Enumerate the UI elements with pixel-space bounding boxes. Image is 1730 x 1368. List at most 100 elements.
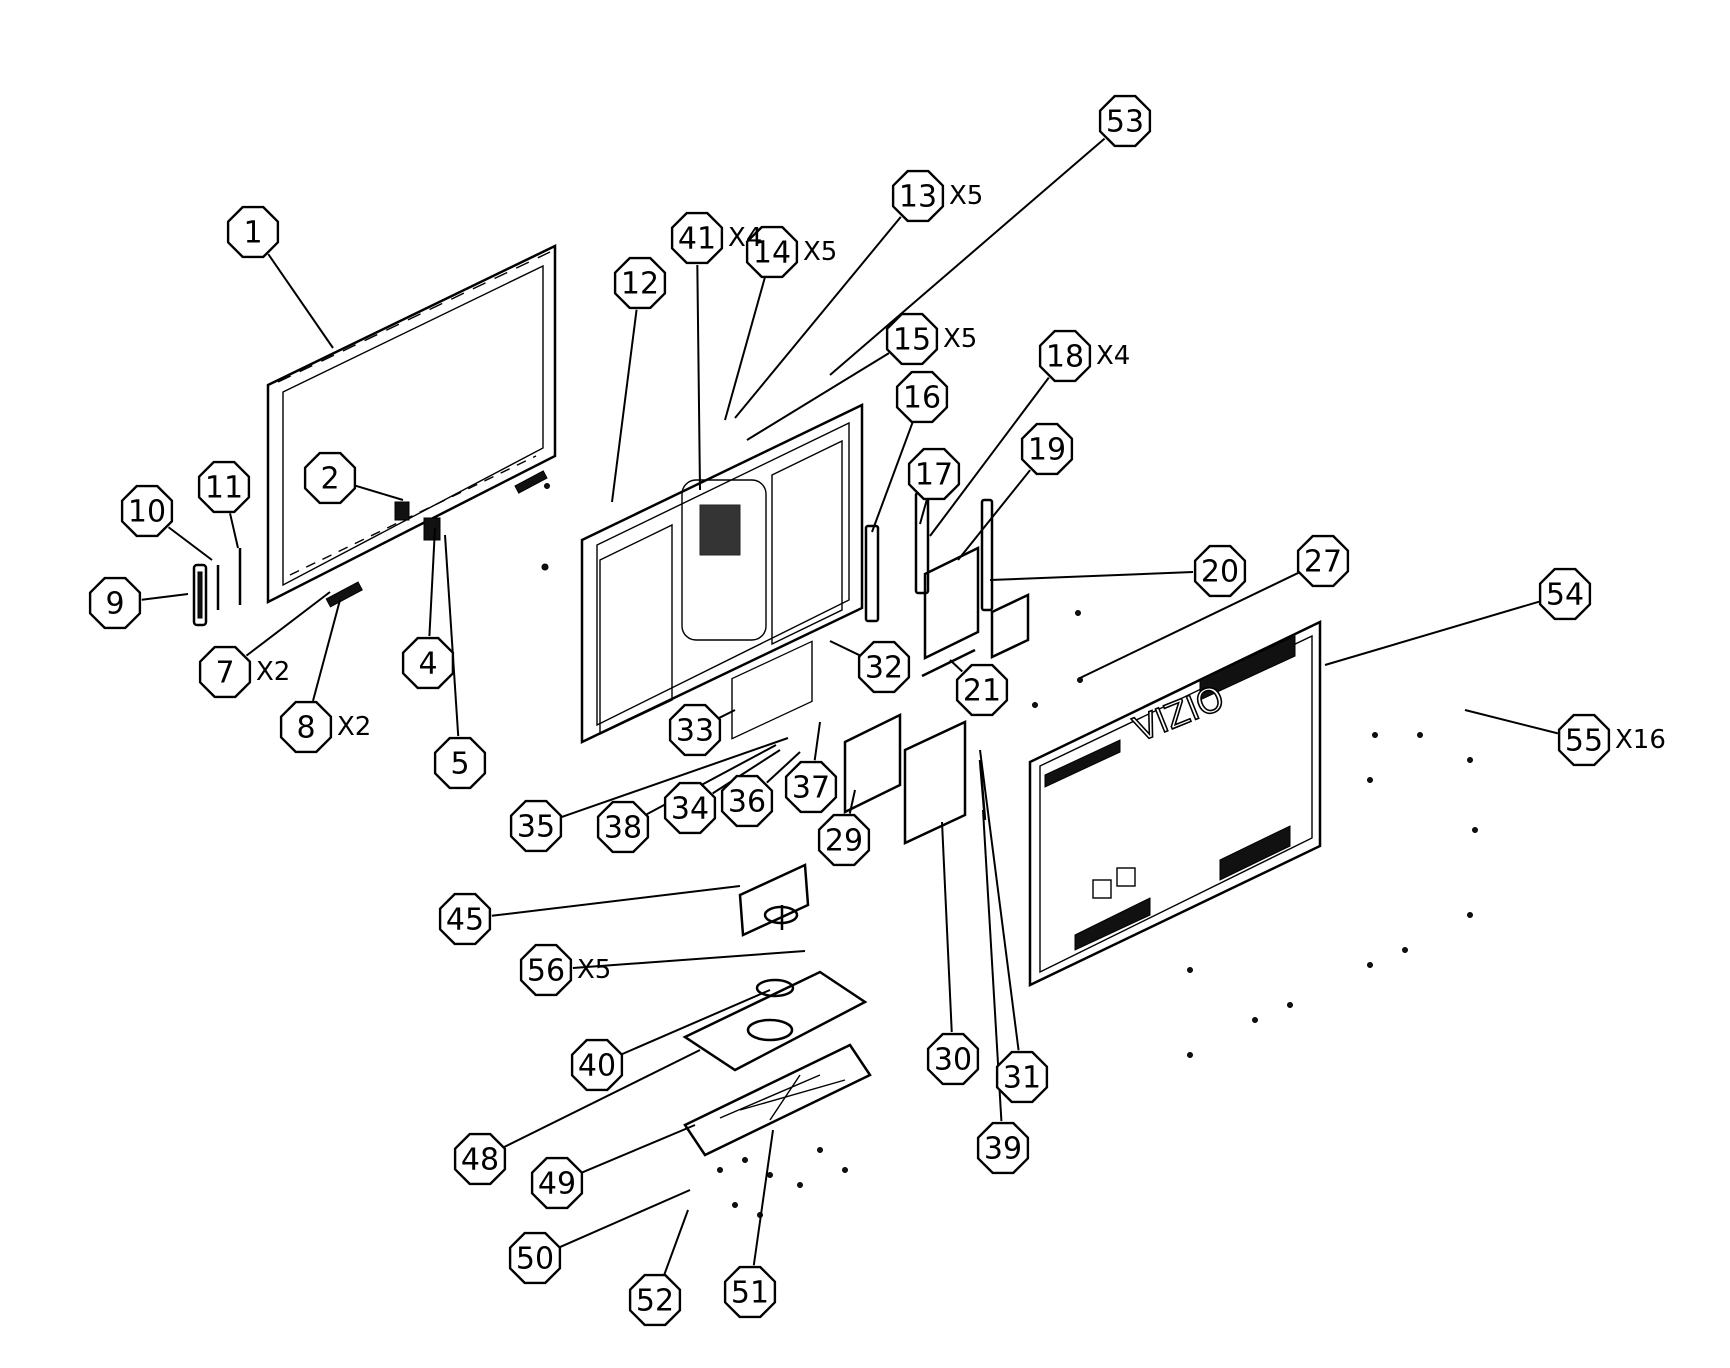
callout-c37: 37 [784, 760, 838, 814]
callout-number: 10 [128, 495, 166, 530]
stand-bracket [738, 863, 810, 937]
leader-c51 [752, 1129, 774, 1266]
callout-octagon [668, 703, 722, 757]
callout-number: 15 [893, 323, 931, 358]
callout-number: 12 [621, 267, 659, 302]
leader-c19 [957, 469, 1031, 561]
callout-number: 4 [418, 647, 437, 682]
callout-octagon [784, 760, 838, 814]
callout-c17: 17 [907, 447, 961, 501]
callout-octagon [891, 169, 945, 223]
callout-number: 55 [1565, 724, 1603, 759]
callout-c51: 51 [723, 1265, 777, 1319]
leader-c48 [503, 1049, 701, 1148]
callout-octagon [226, 205, 280, 259]
callout-quantity: X2 [337, 712, 371, 742]
callout-number: 1 [243, 216, 262, 251]
leader-c56 [572, 950, 806, 970]
callout-c20: 20 [1193, 544, 1247, 598]
callout-number: 21 [963, 674, 1001, 709]
leader-c11 [229, 513, 239, 549]
callout-octagon [857, 640, 911, 694]
callout-octagon [279, 700, 333, 754]
leader-c16 [871, 421, 914, 533]
callout-c49: 49 [530, 1156, 584, 1210]
callout-octagon [720, 774, 774, 828]
callout-quantity: X5 [803, 237, 837, 267]
leader-c4 [428, 527, 436, 637]
leader-c5 [444, 534, 460, 737]
callout-number: 2 [320, 462, 339, 497]
callout-quantity: X5 [949, 181, 983, 211]
leader-c14 [724, 277, 766, 421]
callout-number: 30 [934, 1043, 972, 1078]
callout-octagon [453, 1132, 507, 1186]
callout-number: 45 [446, 903, 484, 938]
callout-octagon [197, 460, 251, 514]
callout-c11: 11 [197, 460, 251, 514]
side-brackets [864, 491, 994, 623]
callout-octagon [628, 1273, 682, 1327]
leader-c8 [312, 599, 341, 702]
callout-c50: 50 [508, 1231, 562, 1285]
callout-number: 20 [1201, 555, 1239, 590]
callout-c45: 45 [438, 892, 492, 946]
callout-c4: 4 [401, 636, 455, 690]
callout-number: 52 [636, 1284, 674, 1319]
callout-octagon [995, 1050, 1049, 1104]
callout-octagon [303, 451, 357, 505]
leader-c34 [712, 749, 781, 795]
callout-octagon [817, 813, 871, 867]
shield-plates [843, 712, 987, 845]
callout-octagon [1193, 544, 1247, 598]
callout-octagon [723, 1265, 777, 1319]
leader-c21 [949, 659, 963, 673]
callout-number: 36 [728, 785, 766, 820]
side-strips [192, 548, 242, 627]
callout-c2: 2 [303, 451, 357, 505]
leader-c27 [1079, 571, 1300, 679]
callout-octagon [1038, 329, 1092, 383]
leader-c45 [491, 885, 741, 917]
callout-c31: 31 [995, 1050, 1049, 1104]
leader-c35 [561, 737, 789, 819]
callout-octagon [433, 736, 487, 790]
callout-number: 41 [678, 222, 716, 257]
rear-cover: VIZIO [1028, 620, 1322, 987]
leader-c52 [663, 1209, 689, 1275]
callout-c52: 52 [628, 1273, 682, 1327]
leader-c1 [267, 253, 334, 349]
callout-c48: 48 [453, 1132, 507, 1186]
leader-c37 [813, 721, 821, 761]
front-bezel [266, 244, 557, 608]
callout-octagon [509, 799, 563, 853]
leader-c20 [989, 571, 1194, 581]
callout-octagon [1538, 567, 1592, 621]
leader-c41 [696, 264, 701, 491]
callout-octagon [570, 1038, 624, 1092]
callout-octagon [438, 892, 492, 946]
callout-number: 9 [105, 587, 124, 622]
callout-number: 38 [604, 811, 642, 846]
callout-number: 49 [538, 1167, 576, 1202]
callout-octagon [1098, 94, 1152, 148]
callout-octagon [885, 312, 939, 366]
leader-c50 [559, 1189, 691, 1249]
leader-c7 [245, 591, 331, 657]
callout-c10: 10 [120, 484, 174, 538]
leader-c13 [734, 216, 902, 419]
callout-octagon [120, 484, 174, 538]
callout-octagon [88, 576, 142, 630]
leader-c12 [611, 309, 638, 503]
callout-c39: 39 [976, 1121, 1030, 1175]
callout-c32: 32 [857, 640, 911, 694]
callout-c54: 54 [1538, 567, 1592, 621]
base-plate [683, 1043, 872, 1157]
leader-c29 [848, 789, 856, 814]
callout-octagon [670, 211, 724, 265]
